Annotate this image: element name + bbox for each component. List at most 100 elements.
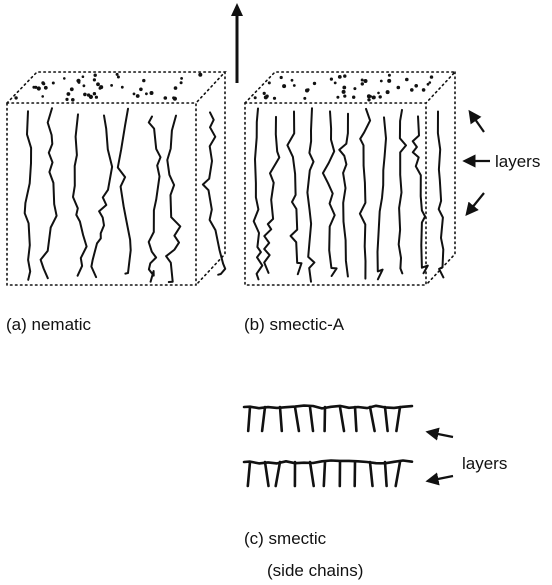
top-dot xyxy=(52,82,55,85)
top-dot xyxy=(70,87,74,91)
top-dot xyxy=(133,93,136,96)
top-dot xyxy=(96,82,100,86)
top-dot xyxy=(367,98,370,101)
top-dot xyxy=(430,75,433,78)
top-dot xyxy=(273,97,276,100)
molecule-chain xyxy=(287,111,301,274)
top-dot xyxy=(67,92,71,96)
top-dot xyxy=(180,81,183,84)
top-dot xyxy=(305,89,309,93)
top-dot xyxy=(387,79,391,83)
molecule-chain xyxy=(166,116,180,282)
molecule-chain xyxy=(360,109,370,279)
molecule-chain xyxy=(149,117,161,282)
smectic-a-top-dots xyxy=(254,74,433,102)
top-dot xyxy=(164,96,168,100)
top-dot xyxy=(342,90,346,94)
nematic-chains xyxy=(25,108,226,282)
top-dot xyxy=(334,82,337,85)
layer-arrow-c2-icon xyxy=(428,476,453,481)
molecule-chain xyxy=(254,108,263,279)
top-dot xyxy=(388,74,391,77)
top-dot xyxy=(82,75,85,78)
caption-nematic: (a) nematic xyxy=(6,316,91,333)
molecule-chain xyxy=(73,114,87,275)
top-dot xyxy=(94,74,97,77)
top-dot xyxy=(145,92,148,95)
top-dot xyxy=(117,76,120,79)
top-dot xyxy=(353,87,356,90)
molecule-chain xyxy=(203,112,225,274)
top-dot xyxy=(282,84,286,88)
side-chain xyxy=(396,407,400,431)
top-dot xyxy=(352,96,355,99)
top-dot xyxy=(280,76,283,79)
top-dot xyxy=(150,91,154,95)
top-dot xyxy=(142,79,145,82)
layers-label-bottom: layers xyxy=(462,455,507,472)
top-dot xyxy=(83,84,86,87)
layer-arrows-bottom xyxy=(428,432,453,481)
top-dot xyxy=(180,77,183,80)
molecule-chain xyxy=(399,110,406,273)
top-dot xyxy=(414,84,418,88)
top-dot xyxy=(136,94,140,98)
molecule-chain xyxy=(378,117,387,279)
top-dot xyxy=(121,86,124,89)
caption-smectic-a: (b) smectic-A xyxy=(244,316,344,333)
top-dot xyxy=(380,80,383,83)
molecule-chain xyxy=(339,114,348,277)
top-dot xyxy=(343,74,346,77)
top-dot xyxy=(293,84,296,87)
molecule-chain xyxy=(438,111,444,277)
top-dot xyxy=(422,88,426,92)
top-dot xyxy=(71,98,75,102)
side-chain xyxy=(310,462,314,486)
top-dot xyxy=(361,82,364,85)
side-chain xyxy=(248,407,250,431)
top-dot xyxy=(63,77,66,80)
molecule-chain xyxy=(91,115,112,277)
top-dot xyxy=(93,92,96,95)
top-dot xyxy=(116,73,119,76)
top-dot xyxy=(83,93,87,97)
layer-arrow-c1-icon xyxy=(428,432,453,437)
top-dot xyxy=(386,90,390,94)
side-chain xyxy=(370,462,373,486)
top-dot xyxy=(361,79,364,82)
molecule-chain xyxy=(118,109,131,274)
top-dot xyxy=(330,78,333,81)
top-dot xyxy=(110,84,113,87)
side-chain xyxy=(355,407,356,431)
side-chain xyxy=(324,462,325,486)
director-arrow-icon xyxy=(231,3,243,83)
side-chain-layers xyxy=(244,406,412,486)
side-chain xyxy=(385,407,388,431)
top-dot xyxy=(291,79,294,82)
smectic-a-box-outline xyxy=(245,72,455,285)
layers-label-top: layers xyxy=(495,153,540,170)
nematic-top-dots xyxy=(14,73,202,102)
smectic-a-chains xyxy=(254,108,444,281)
top-dot xyxy=(174,86,178,90)
top-dot xyxy=(44,86,48,90)
top-dot xyxy=(65,98,68,101)
top-dot xyxy=(95,96,98,99)
side-chain xyxy=(280,407,282,431)
side-chain xyxy=(248,462,250,486)
top-dot xyxy=(336,96,339,99)
top-dot xyxy=(93,78,96,81)
side-chain xyxy=(396,462,400,486)
side-chain xyxy=(340,407,344,431)
top-dot xyxy=(313,82,316,85)
molecule-chain xyxy=(323,111,337,276)
molecule-chain xyxy=(25,111,31,279)
top-dot xyxy=(34,86,37,89)
top-dot xyxy=(343,95,346,98)
top-dot xyxy=(342,86,346,90)
top-dot xyxy=(172,96,175,99)
top-dot xyxy=(139,88,143,92)
top-dot xyxy=(379,95,382,98)
molecule-chain xyxy=(264,117,279,273)
smectic-a-box xyxy=(245,72,455,285)
